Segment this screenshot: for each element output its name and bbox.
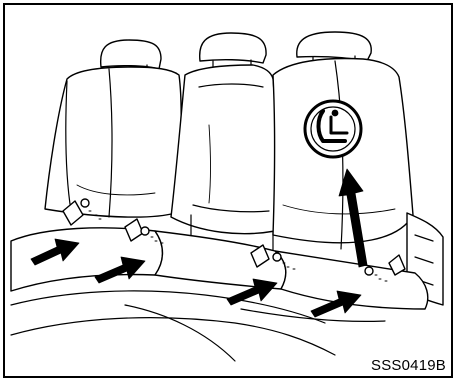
illustration-frame: SSS0419B	[3, 3, 453, 378]
figure-code: SSS0419B	[371, 358, 446, 373]
seatback-left	[45, 67, 181, 217]
rear-seat-illustration	[5, 5, 451, 376]
child-seat-isofix-symbol-icon	[305, 101, 361, 157]
headrest-center	[200, 33, 266, 69]
seatback-center	[171, 65, 276, 255]
